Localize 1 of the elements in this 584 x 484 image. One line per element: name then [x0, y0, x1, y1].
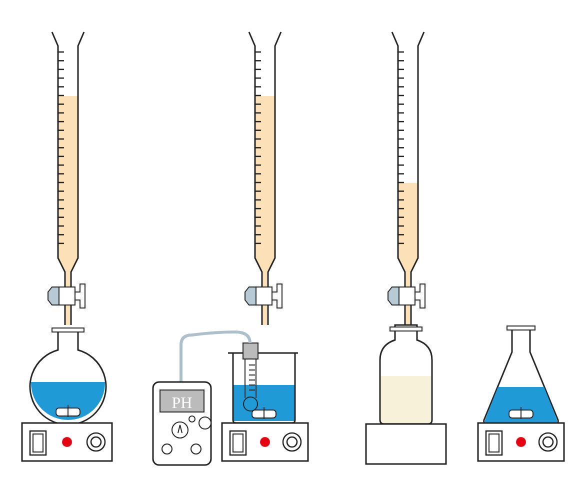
display-text: PH: [172, 395, 192, 412]
